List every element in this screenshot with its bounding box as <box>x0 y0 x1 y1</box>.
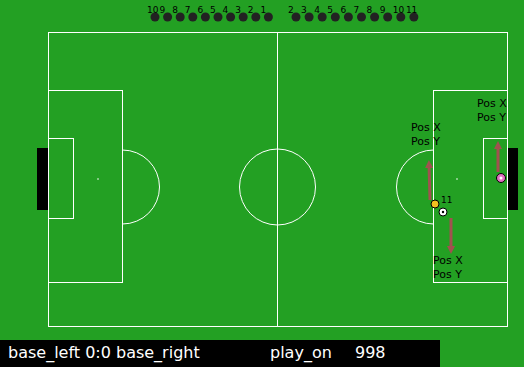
position-label: Pos X <box>433 255 463 266</box>
player-number: 9 <box>380 6 386 15</box>
player-number: 3 <box>235 6 241 15</box>
player-number: 8 <box>172 6 178 15</box>
player-number: 4 <box>314 6 320 15</box>
player-number: 11 <box>406 6 417 15</box>
position-label: Pos X <box>477 98 507 109</box>
position-label: Pos X <box>411 122 441 133</box>
player-number: 1 <box>260 6 266 15</box>
player-number: 5 <box>327 6 333 15</box>
player-number: 5 <box>210 6 216 15</box>
status-text: play_on <box>270 344 332 362</box>
status-text: base_left 0:0 base_right <box>8 344 200 362</box>
player-number: 10 <box>393 6 404 15</box>
player-number: 2 <box>288 6 294 15</box>
player-number: 6 <box>197 6 203 15</box>
position-label: Pos Y <box>433 269 462 280</box>
position-label: Pos Y <box>411 136 440 147</box>
player-number: 6 <box>340 6 346 15</box>
player-number: 11 <box>441 196 452 205</box>
player-number: 7 <box>185 6 191 15</box>
player-number: 7 <box>354 6 360 15</box>
player-number: 8 <box>367 6 373 15</box>
player-number: 3 <box>301 6 307 15</box>
player-number: 9 <box>160 6 166 15</box>
player-number: 4 <box>223 6 229 15</box>
player-number: 2 <box>248 6 254 15</box>
position-label: Pos Y <box>477 112 506 123</box>
status-text: 998 <box>355 344 386 362</box>
player-number: 10 <box>147 6 158 15</box>
score-bar: base_left 0:0 base_right play_on 998 <box>0 340 440 367</box>
